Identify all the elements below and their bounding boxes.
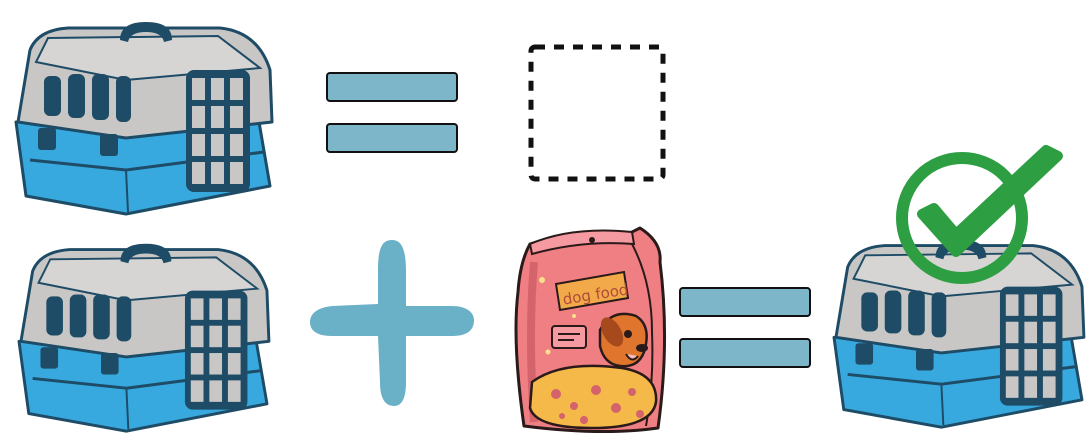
empty-answer-box [528,44,666,182]
equals-sign-row2 [675,285,815,373]
plus-icon [310,240,474,406]
checkmark-icon [896,145,1063,284]
pet-carrier-icon [17,243,271,433]
equals-icon [679,287,811,368]
dog-food-bag-icon: dog food [514,226,667,434]
plus-sign [302,232,482,412]
pet-carrier-row2 [8,232,276,437]
dog-food-bag: dog food [512,222,670,435]
equals-sign-row1 [322,70,462,158]
pet-carrier-row1 [8,10,276,220]
checkmark [886,145,1068,284]
equals-icon [326,72,458,153]
pet-carrier-icon [14,22,274,216]
dashed-box-icon [528,44,666,182]
